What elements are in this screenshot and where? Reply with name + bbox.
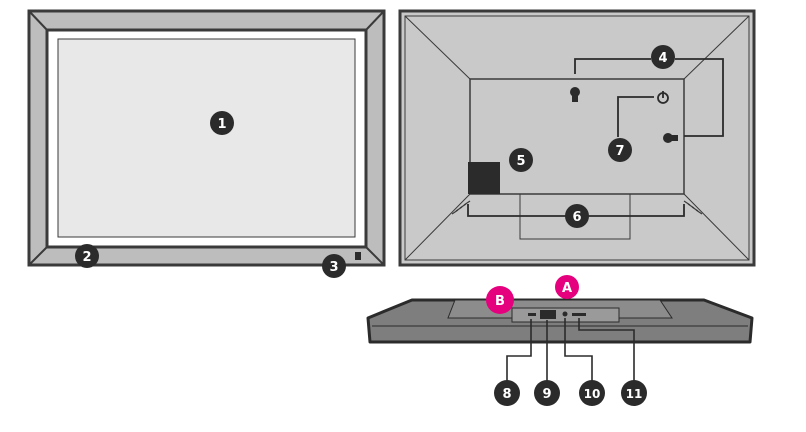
callout-4-label: 4 [658, 51, 667, 66]
port-sd-slot [572, 313, 586, 316]
back-diag-tl [404, 15, 471, 80]
callout-b-label: B [495, 294, 505, 309]
callout-3-label: 3 [329, 260, 338, 275]
front-sensor [355, 252, 361, 260]
callout-10-leader [564, 318, 593, 381]
back-diag-bl [404, 193, 471, 261]
port-microusb [528, 313, 536, 316]
callout-4-leader [574, 58, 651, 74]
front-bevel-tr [365, 10, 385, 31]
callout-1-label: 1 [217, 117, 226, 132]
front-bevel-bl [28, 246, 48, 266]
front-screen [57, 38, 356, 238]
back-diag-tr [683, 15, 750, 80]
hinge-marks-right [683, 200, 703, 215]
back-frame-inner-line [404, 15, 750, 261]
callout-8-leader [506, 319, 532, 381]
callout-10-badge [579, 380, 605, 406]
front-bevel-tl [28, 10, 48, 31]
callout-8-label: 8 [502, 387, 511, 402]
callout-4-leader-right [675, 58, 724, 137]
callout-4-badge [651, 45, 675, 69]
callout-5-badge [509, 148, 533, 172]
speaker-block [468, 162, 500, 194]
callout-8-badge [494, 380, 520, 406]
callout-a-label: A [562, 281, 572, 296]
front-view: 1 2 3 [27, 9, 386, 278]
back-view: 4 7 5 6 [398, 9, 756, 267]
port-usb [540, 310, 556, 319]
back-diag-br [683, 193, 750, 261]
callout-a-badge [555, 275, 579, 299]
callout-7-label: 7 [615, 144, 624, 159]
callout-1-badge [210, 111, 234, 135]
callout-11-label: 11 [626, 387, 643, 401]
callout-3-badge [322, 254, 346, 278]
callout-5-label: 5 [516, 154, 525, 169]
callout-2-badge [75, 244, 99, 268]
port-power [562, 311, 568, 317]
callout-b-badge [486, 286, 514, 314]
callout-11-badge [621, 380, 647, 406]
callout-7-leader [617, 96, 654, 137]
callout-2-label: 2 [82, 250, 91, 265]
callout-9-label: 9 [542, 387, 551, 402]
callout-9-badge [534, 380, 560, 406]
callout-6-badge [565, 204, 589, 228]
mount-hole-top [570, 87, 580, 102]
power-icon [657, 91, 669, 104]
callout-10-label: 10 [584, 387, 601, 401]
bottom-view: 8 9 10 11 A B [366, 275, 754, 406]
mount-hole-right [663, 133, 678, 143]
callout-7-badge [608, 138, 632, 162]
callout-11-leader [578, 318, 635, 381]
callout-6-label: 6 [572, 210, 581, 225]
front-bevel-br [365, 246, 385, 266]
hinge-marks-left [451, 200, 471, 215]
